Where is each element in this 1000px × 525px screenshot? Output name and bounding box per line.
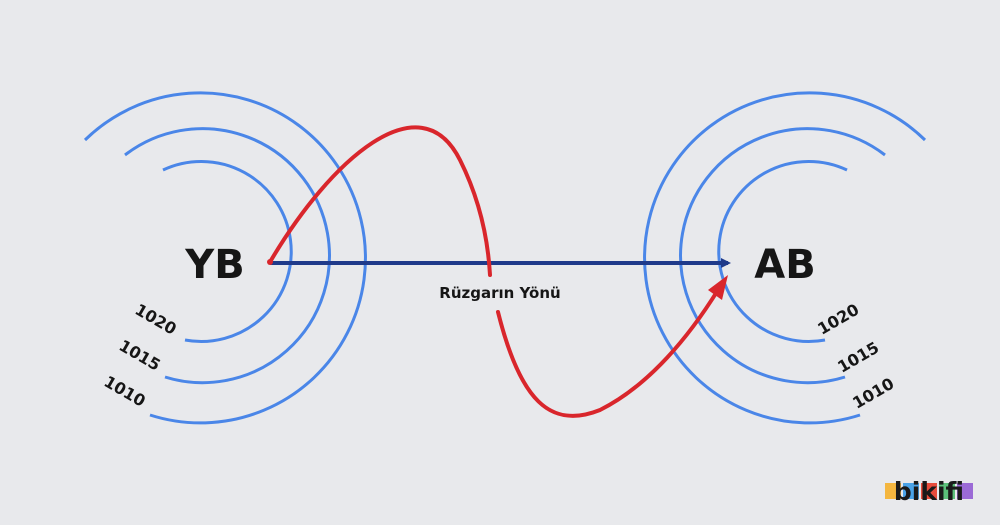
bikifi-logo: bikifi xyxy=(885,477,973,506)
red-curve-lower xyxy=(496,288,720,418)
isobar-label-1020-left: 1020 xyxy=(132,300,180,339)
isobar-middle-left xyxy=(124,127,331,385)
isobar-outer-left xyxy=(83,91,367,425)
isobar-label-1010-left: 1010 xyxy=(101,372,149,411)
red-arrowhead xyxy=(708,275,728,300)
logo-text: bikifi xyxy=(894,477,964,506)
isobar-middle-right xyxy=(679,127,886,385)
red-curve-upper xyxy=(268,125,492,277)
isobar-label-1015-left: 1015 xyxy=(116,336,164,375)
red-start-dot xyxy=(267,259,273,265)
isobar-label-1010-right: 1010 xyxy=(849,374,897,413)
wind-direction-label: Rüzgarın Yönü xyxy=(439,284,560,302)
isobar-label-1020-right: 1020 xyxy=(814,300,862,339)
isobar-outer-right xyxy=(643,91,927,425)
isobar-inner-right xyxy=(717,159,848,343)
deflected-wind-path xyxy=(267,125,728,418)
high-pressure-system: YB 1020 1015 1010 xyxy=(83,91,367,425)
isobar-inner-left xyxy=(162,159,293,343)
high-pressure-label: YB xyxy=(184,242,244,288)
low-pressure-label: AB xyxy=(754,242,815,288)
low-pressure-system: AB 1020 1015 1010 xyxy=(643,91,927,425)
isobar-label-1015-right: 1015 xyxy=(834,338,882,377)
